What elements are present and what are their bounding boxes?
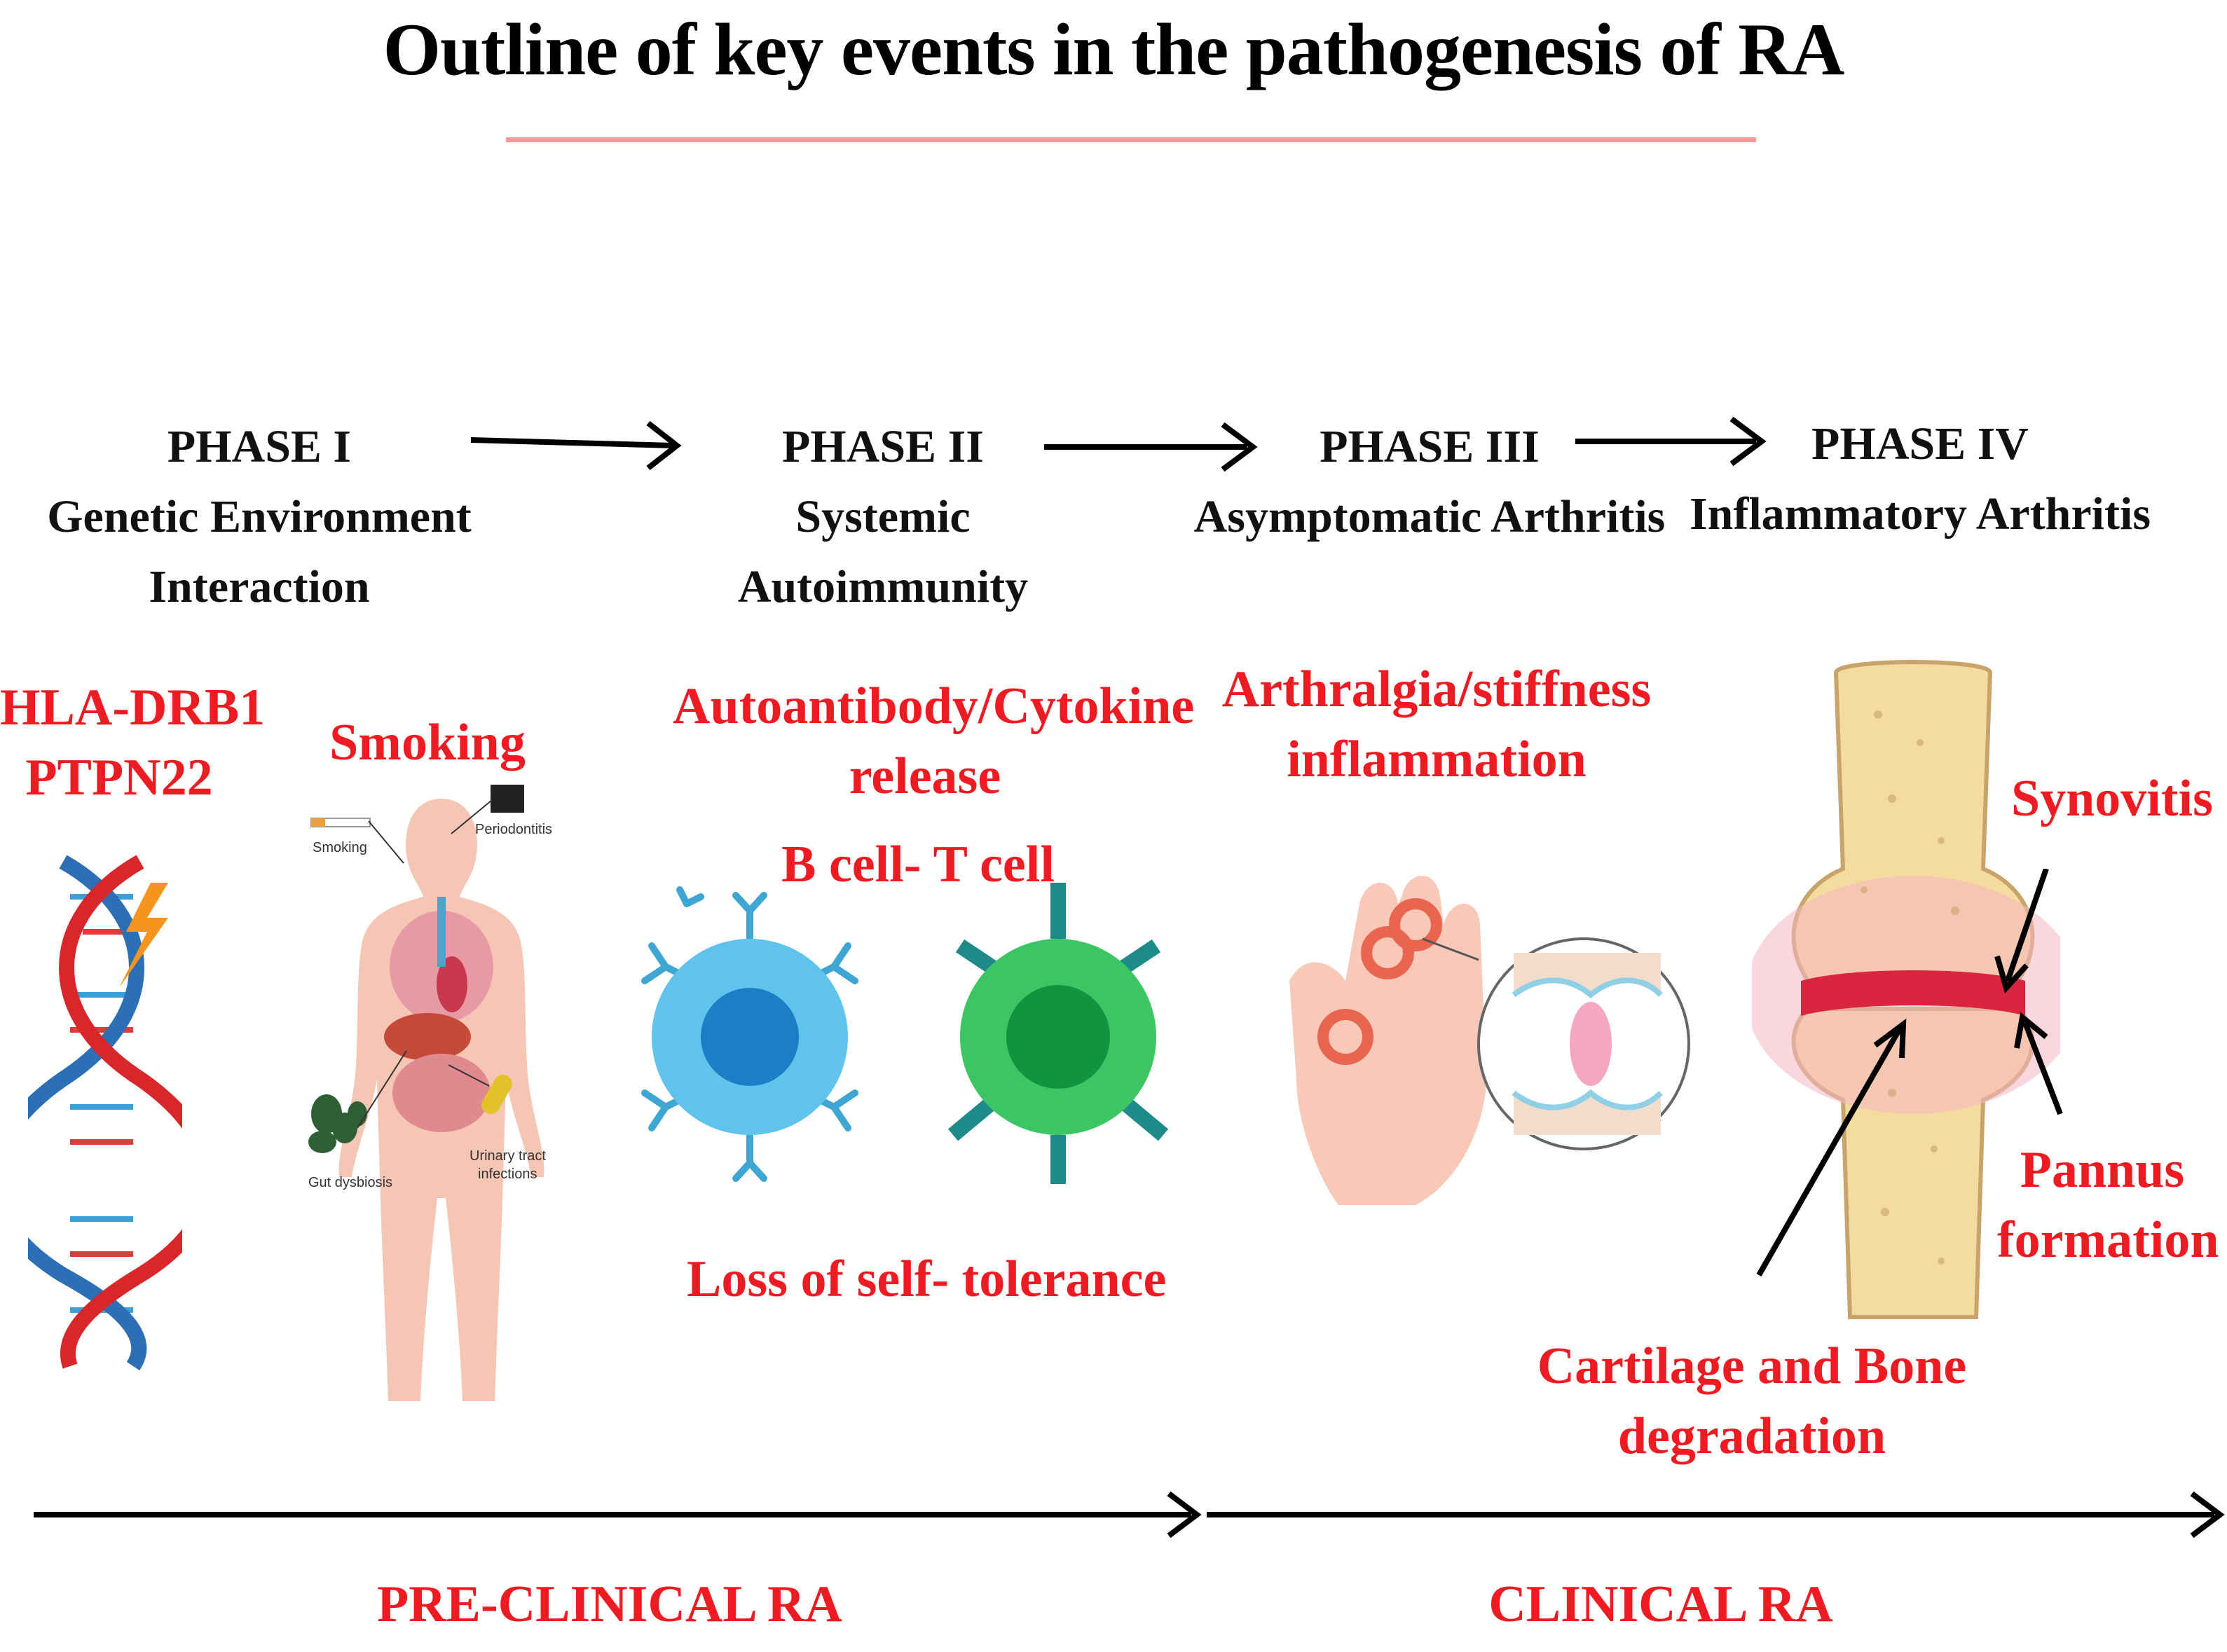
dna-helix-icon (28, 855, 182, 1371)
arthralgia-label: Arthralgia/stiffness inflammation (1219, 654, 1654, 794)
arthralgia-line-2: inflammation (1287, 731, 1587, 788)
inflamed-joint-1 (1317, 1009, 1373, 1065)
phase-1-line-2: Interaction (149, 561, 370, 612)
teeth-icon (491, 785, 524, 813)
gene-labels: HLA-DRB1 PTPN22 (0, 673, 266, 813)
phase-4-line-1: Inflammatory Arthritis (1689, 488, 2151, 539)
loss-of-tolerance-label: Loss of self- tolerance (687, 1251, 1167, 1308)
phase-connector-2 (1044, 422, 1258, 472)
phase-3-title: PHASE III (1320, 421, 1540, 472)
release-line-2: release (849, 748, 1001, 805)
phase4-pointer-arrows (1756, 869, 2063, 1276)
phase-connector-1 (470, 420, 682, 471)
phase-connector-3 (1575, 416, 1767, 467)
figure-title: Outline of key events in the pathogenesi… (383, 8, 1845, 90)
release-line-1: Autoantibody/Cytokine (673, 677, 1195, 735)
phase-3-line-1: Asymptomatic Arthritis (1193, 491, 1666, 542)
synovitis-pointer (2005, 869, 2049, 982)
phase-4-heading: PHASE IV Inflammatory Arthritis (1682, 409, 2158, 549)
autoantibody-release-label: Autoantibody/Cytokine release (673, 671, 1195, 811)
phase-1-title: PHASE I (167, 421, 352, 472)
degradation-line-1: Cartilage and Bone (1537, 1337, 1967, 1395)
inflamed-joint-3 (1389, 898, 1442, 951)
gene-hla-drb1: HLA-DRB1 (0, 679, 266, 736)
phase-1-heading: PHASE I Genetic Environment Interaction (42, 412, 477, 622)
b-cell-icon (641, 886, 858, 1182)
knee-joint-illustration (1752, 660, 2060, 1319)
timeline-clinical-arrow (1207, 1491, 2225, 1539)
pannus-pointer (2022, 1021, 2063, 1115)
inflamed-hand-joint-illustration (1289, 876, 1690, 1205)
body-label-urinary-1: Urinary tract (470, 1148, 546, 1164)
gene-ptpn22: PTPN22 (25, 749, 213, 806)
pannus-label: Pannus formation (1997, 1135, 2219, 1275)
body-label-smoking: Smoking (313, 840, 367, 855)
phase-2-line-2: Autoimmunity (737, 561, 1029, 612)
degradation-label: Cartilage and Bone degradation (1528, 1331, 1976, 1471)
stage-clinical-label: CLINICAL RA (1488, 1576, 1833, 1633)
body-label-gut-dysbiosis: Gut dysbiosis (308, 1175, 392, 1190)
title-underline (506, 137, 1756, 142)
timeline-preclinical-arrow (34, 1491, 1202, 1539)
pannus-line-2: formation (1997, 1211, 2219, 1269)
b-cell-t-cell-label: B cell- T cell (781, 836, 1055, 893)
phase-2-title: PHASE II (782, 421, 984, 472)
gut-bacteria-icon (308, 1094, 367, 1153)
smoking-label: Smoking (329, 714, 526, 771)
phase-4-title: PHASE IV (1811, 418, 2029, 469)
phase-1-line-1: Genetic Environment (47, 491, 472, 542)
bacteria-capsule-icon (481, 1074, 512, 1115)
phase-3-heading: PHASE III Asymptomatic Arthritis (1177, 412, 1682, 552)
liver-icon (384, 1013, 471, 1061)
t-cell-icon (947, 883, 1169, 1184)
human-body-organs-illustration: Smoking Periodontitis Gut dysbiosis Urin… (308, 785, 552, 1401)
phase-2-heading: PHASE II Systemic Autoimmunity (666, 412, 1100, 622)
degradation-pointer (1756, 1028, 1902, 1276)
inflamed-synovium (1801, 970, 2025, 1016)
phase-2-line-1: Systemic (795, 491, 971, 542)
arthralgia-line-1: Arthralgia/stiffness (1221, 661, 1652, 718)
body-label-periodontitis: Periodontitis (475, 822, 552, 837)
pannus-line-1: Pannus (2020, 1141, 2185, 1199)
stage-preclinical-label: PRE-CLINICAL RA (376, 1576, 842, 1633)
trachea-icon (437, 897, 446, 967)
hand-icon (1289, 876, 1487, 1205)
synovitis-label: Synovitis (2011, 770, 2213, 827)
body-label-urinary-2: infections (478, 1166, 537, 1182)
inflamed-joint-2 (1361, 926, 1414, 979)
intestine-icon (392, 1054, 491, 1132)
heart-icon (437, 956, 467, 1012)
degradation-line-2: degradation (1617, 1407, 1886, 1465)
